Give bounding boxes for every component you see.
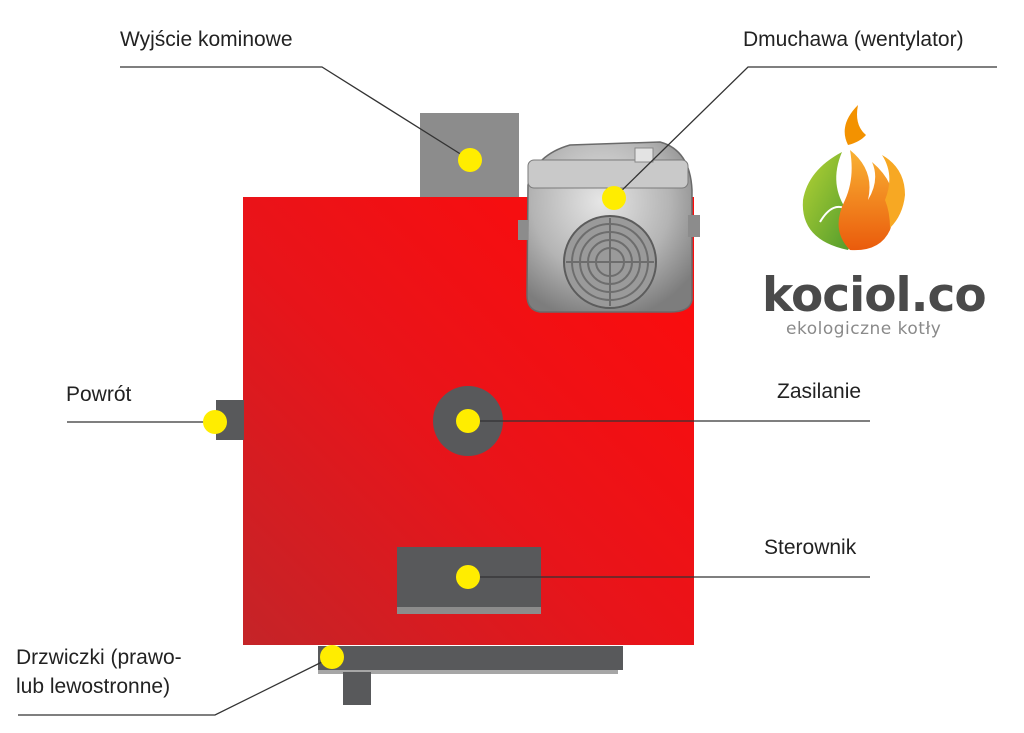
flame-leaf-logo-icon xyxy=(802,105,905,251)
brand-name: kociol.co xyxy=(762,268,987,323)
marker-door xyxy=(320,645,344,669)
door-base xyxy=(318,646,623,670)
label-door-line1: Drzwiczki (prawo- xyxy=(16,646,182,669)
marker-blower xyxy=(602,186,626,210)
marker-return xyxy=(203,410,227,434)
controller-shadow xyxy=(397,606,541,614)
marker-chimney xyxy=(458,148,482,172)
leader-chimney xyxy=(120,66,471,161)
markers xyxy=(203,148,626,669)
brand-tagline: ekologiczne kotły xyxy=(786,319,942,339)
label-door-line2: lub lewostronne) xyxy=(16,675,171,698)
door-base-shadow xyxy=(318,668,618,674)
leader-blower xyxy=(613,66,997,199)
leader-door xyxy=(18,656,333,716)
leader-lines xyxy=(18,66,997,716)
label-supply: Zasilanie xyxy=(777,380,862,403)
label-chimney-outlet: Wyjście kominowe xyxy=(120,28,293,51)
door-handle xyxy=(343,672,371,705)
marker-controller xyxy=(456,565,480,589)
label-controller: Sterownik xyxy=(764,536,857,559)
label-blower: Dmuchawa (wentylator) xyxy=(743,28,964,51)
label-return: Powrót xyxy=(66,383,132,406)
blower-fan-icon xyxy=(518,141,700,313)
marker-supply xyxy=(456,409,480,433)
